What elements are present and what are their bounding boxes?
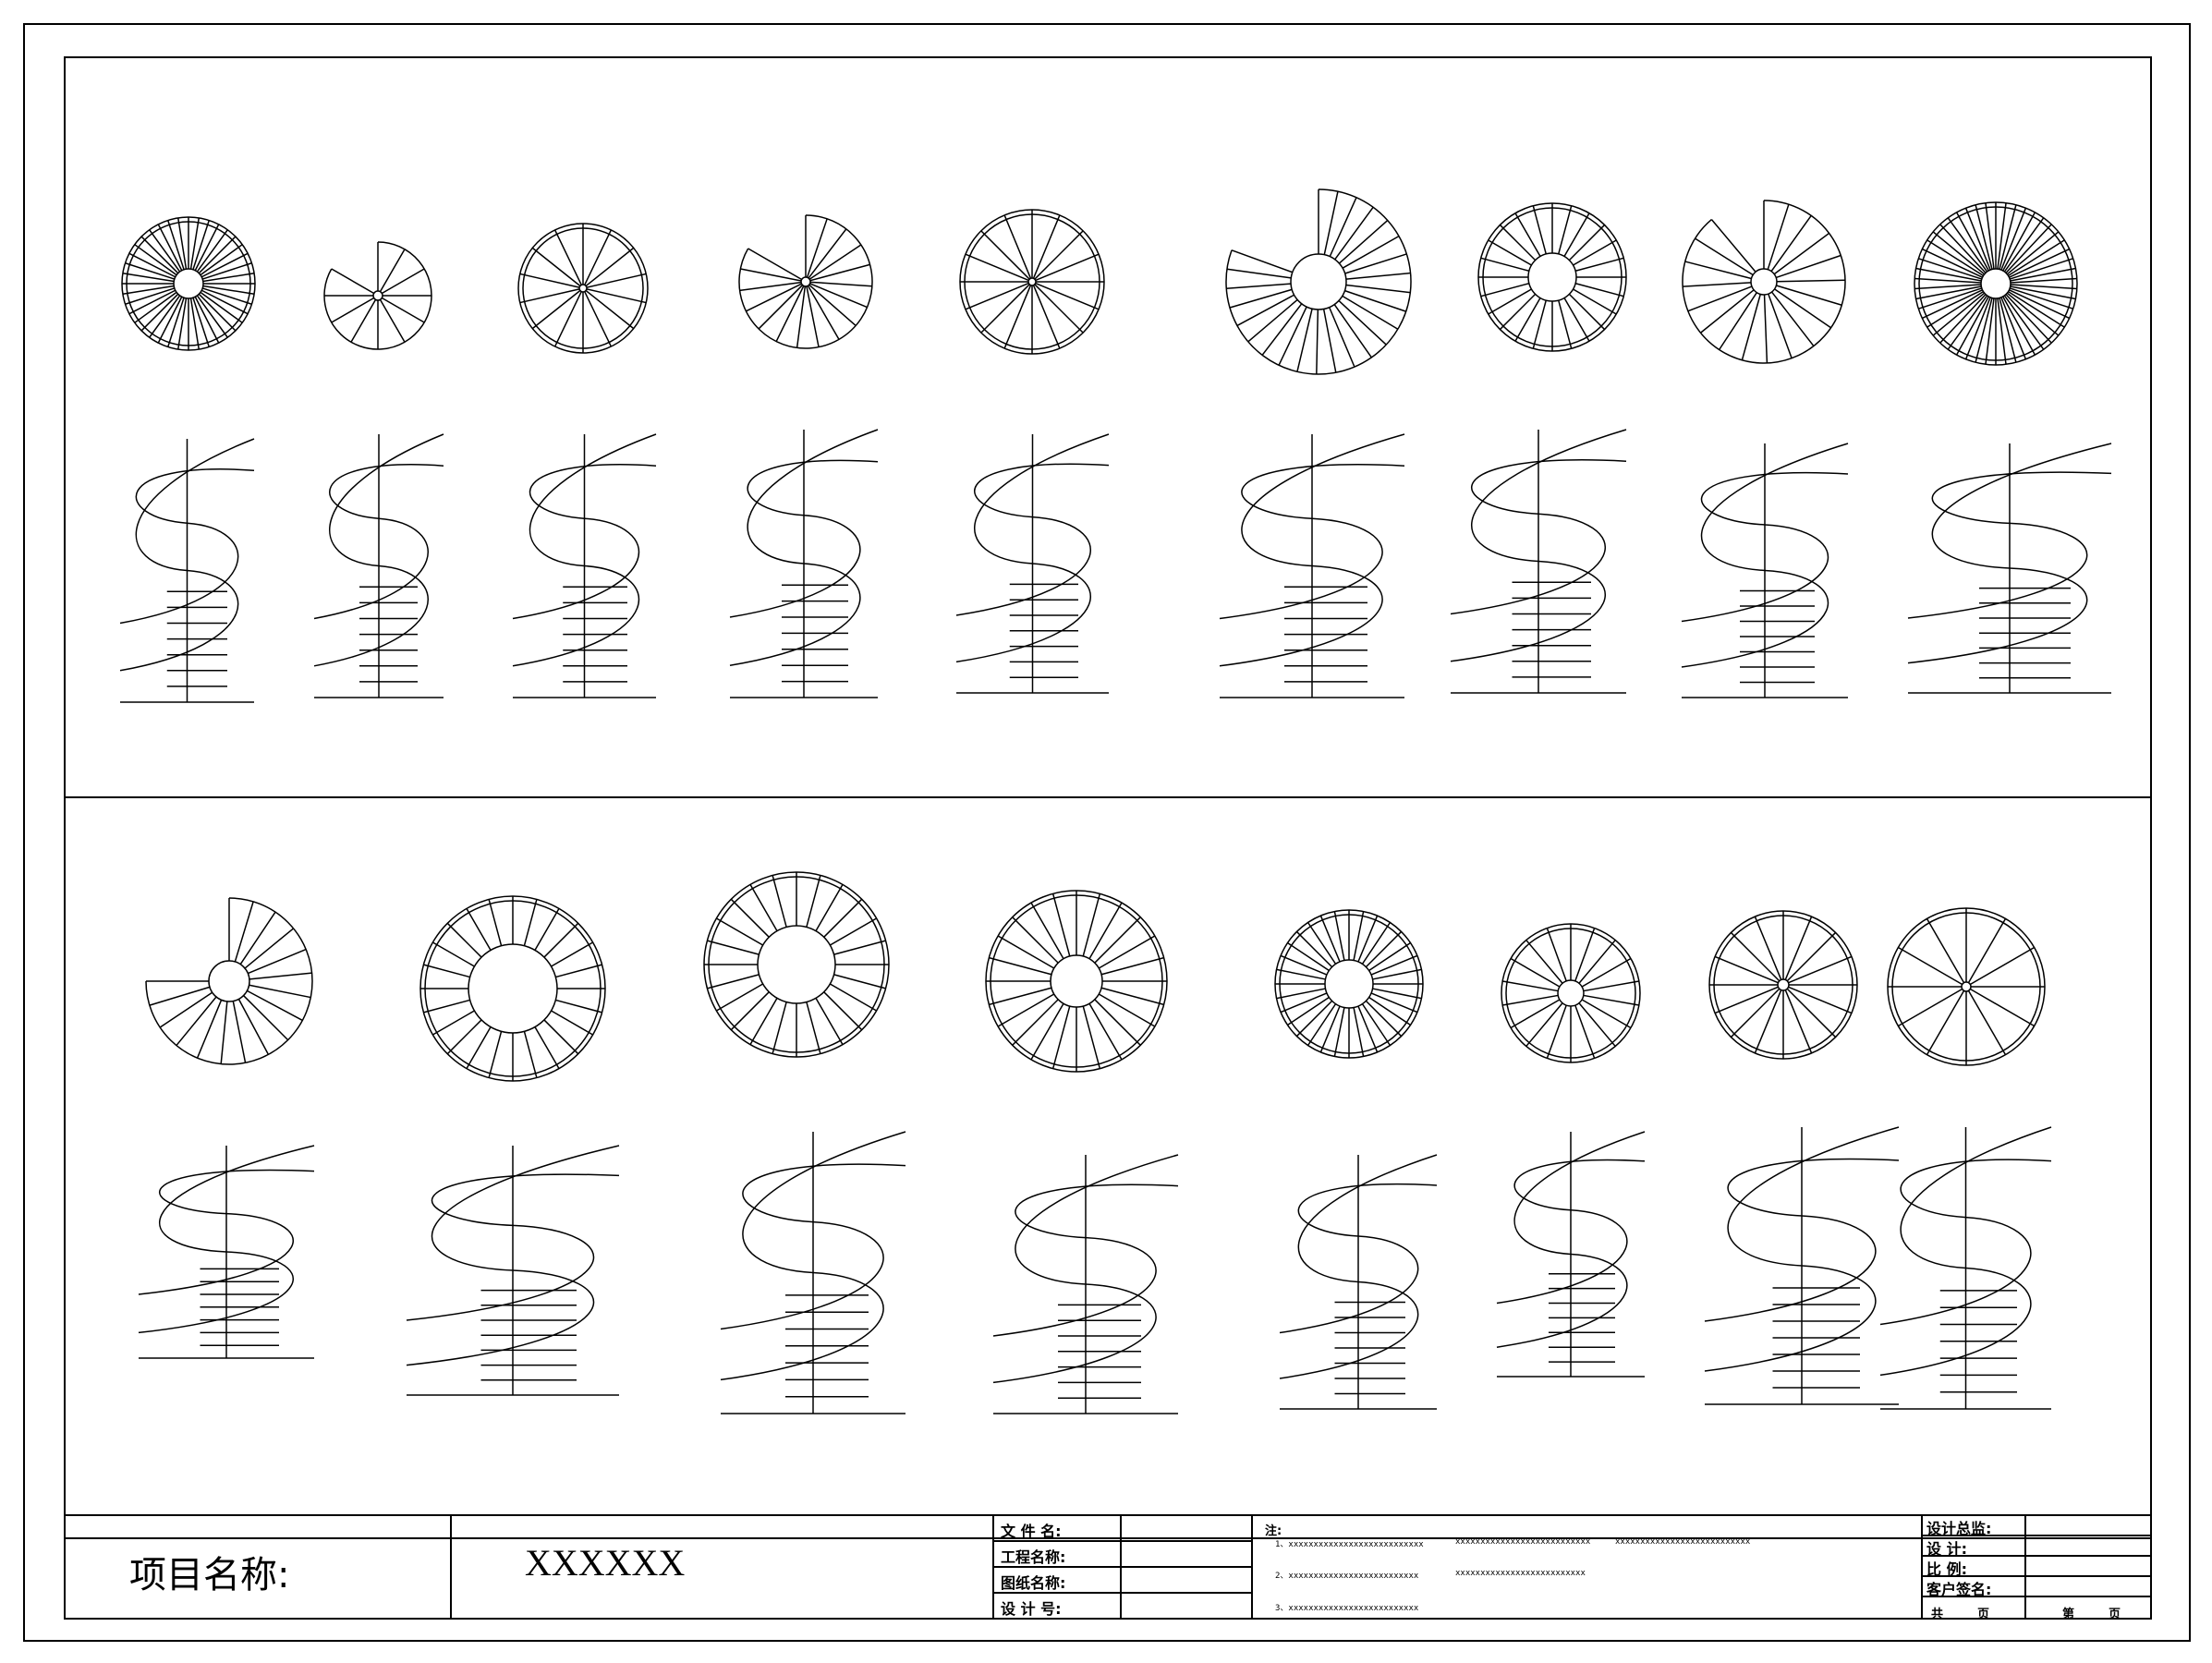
stair-plan-5 xyxy=(959,209,1105,355)
stair-elevation-8 xyxy=(1681,443,1849,698)
stair-elevation-2 xyxy=(313,433,444,698)
stair-plan-11 xyxy=(419,895,606,1082)
page-total-unit: 页 xyxy=(1977,1608,1990,1621)
stair-elevation-9 xyxy=(1907,443,2112,694)
stair-plan-15 xyxy=(1501,923,1641,1063)
stair-plan-13 xyxy=(985,890,1168,1073)
scale-field: 比 例: xyxy=(1926,1560,1967,1578)
note-1c: xxxxxxxxxxxxxxxxxxxxxxxxxxx xyxy=(1615,1537,1751,1547)
client-signature-field: 客户签名: xyxy=(1926,1581,1992,1598)
stair-elevation-11 xyxy=(406,1145,620,1396)
page-current-unit: 页 xyxy=(2109,1608,2121,1621)
stair-plan-9 xyxy=(1914,201,2078,366)
page-total-label: 共 xyxy=(1931,1608,1944,1621)
title-block-frame xyxy=(64,1514,2152,1620)
stair-elevation-6 xyxy=(1219,433,1405,698)
stair-plan-4 xyxy=(738,214,873,349)
stair-elevation-3 xyxy=(512,433,657,698)
note-1b: xxxxxxxxxxxxxxxxxxxxxxxxxxx xyxy=(1455,1537,1591,1547)
note-2b: xxxxxxxxxxxxxxxxxxxxxxxxxx xyxy=(1455,1569,1586,1578)
stair-elevation-12 xyxy=(720,1131,906,1414)
stair-elevation-16 xyxy=(1704,1126,1900,1405)
notes-title: 注: xyxy=(1265,1524,1282,1538)
staircase-elevation-views xyxy=(119,429,2112,1414)
design-director-field: 设计总监: xyxy=(1926,1520,1992,1537)
stair-elevation-10 xyxy=(138,1145,315,1359)
designer-field: 设 计: xyxy=(1926,1540,1967,1558)
project-name-label: 项目名称: xyxy=(129,1554,290,1596)
stair-elevation-1 xyxy=(119,438,255,703)
project-name-value: XXXXXX xyxy=(525,1542,686,1584)
note-3: 3、xxxxxxxxxxxxxxxxxxxxxxxxxx xyxy=(1275,1604,1419,1613)
stair-plan-12 xyxy=(703,871,890,1058)
stair-plan-1 xyxy=(121,216,256,351)
page-current-label: 第 xyxy=(2062,1608,2075,1621)
note-1a: 1、xxxxxxxxxxxxxxxxxxxxxxxxxxx xyxy=(1275,1540,1424,1549)
stair-elevation-14 xyxy=(1279,1154,1438,1410)
stair-plan-3 xyxy=(517,223,649,354)
stair-plan-2 xyxy=(323,241,432,350)
file-name-field: 文 件 名: xyxy=(1001,1523,1062,1540)
stair-elevation-7 xyxy=(1450,429,1627,694)
stair-elevation-15 xyxy=(1496,1131,1646,1378)
project-title-field: 工程名称: xyxy=(1001,1548,1066,1566)
staircase-plan-views xyxy=(121,188,2078,1082)
stair-plan-7 xyxy=(1477,202,1627,352)
stair-plan-6 xyxy=(1225,188,1412,375)
stair-elevation-17 xyxy=(1879,1126,2052,1410)
stair-plan-16 xyxy=(1708,910,1858,1060)
stair-plan-14 xyxy=(1274,909,1424,1059)
drawing-name-field: 图纸名称: xyxy=(1001,1574,1066,1592)
stair-plan-10 xyxy=(145,897,313,1065)
stair-elevation-5 xyxy=(955,433,1110,694)
design-number-field: 设 计 号: xyxy=(1001,1600,1062,1618)
stair-elevation-13 xyxy=(992,1154,1179,1414)
stair-elevation-4 xyxy=(729,429,879,698)
outer-border xyxy=(23,23,2191,1642)
note-2a: 2、xxxxxxxxxxxxxxxxxxxxxxxxxx xyxy=(1275,1572,1419,1581)
stair-plan-8 xyxy=(1682,200,1846,364)
stair-plan-17 xyxy=(1887,907,2046,1066)
